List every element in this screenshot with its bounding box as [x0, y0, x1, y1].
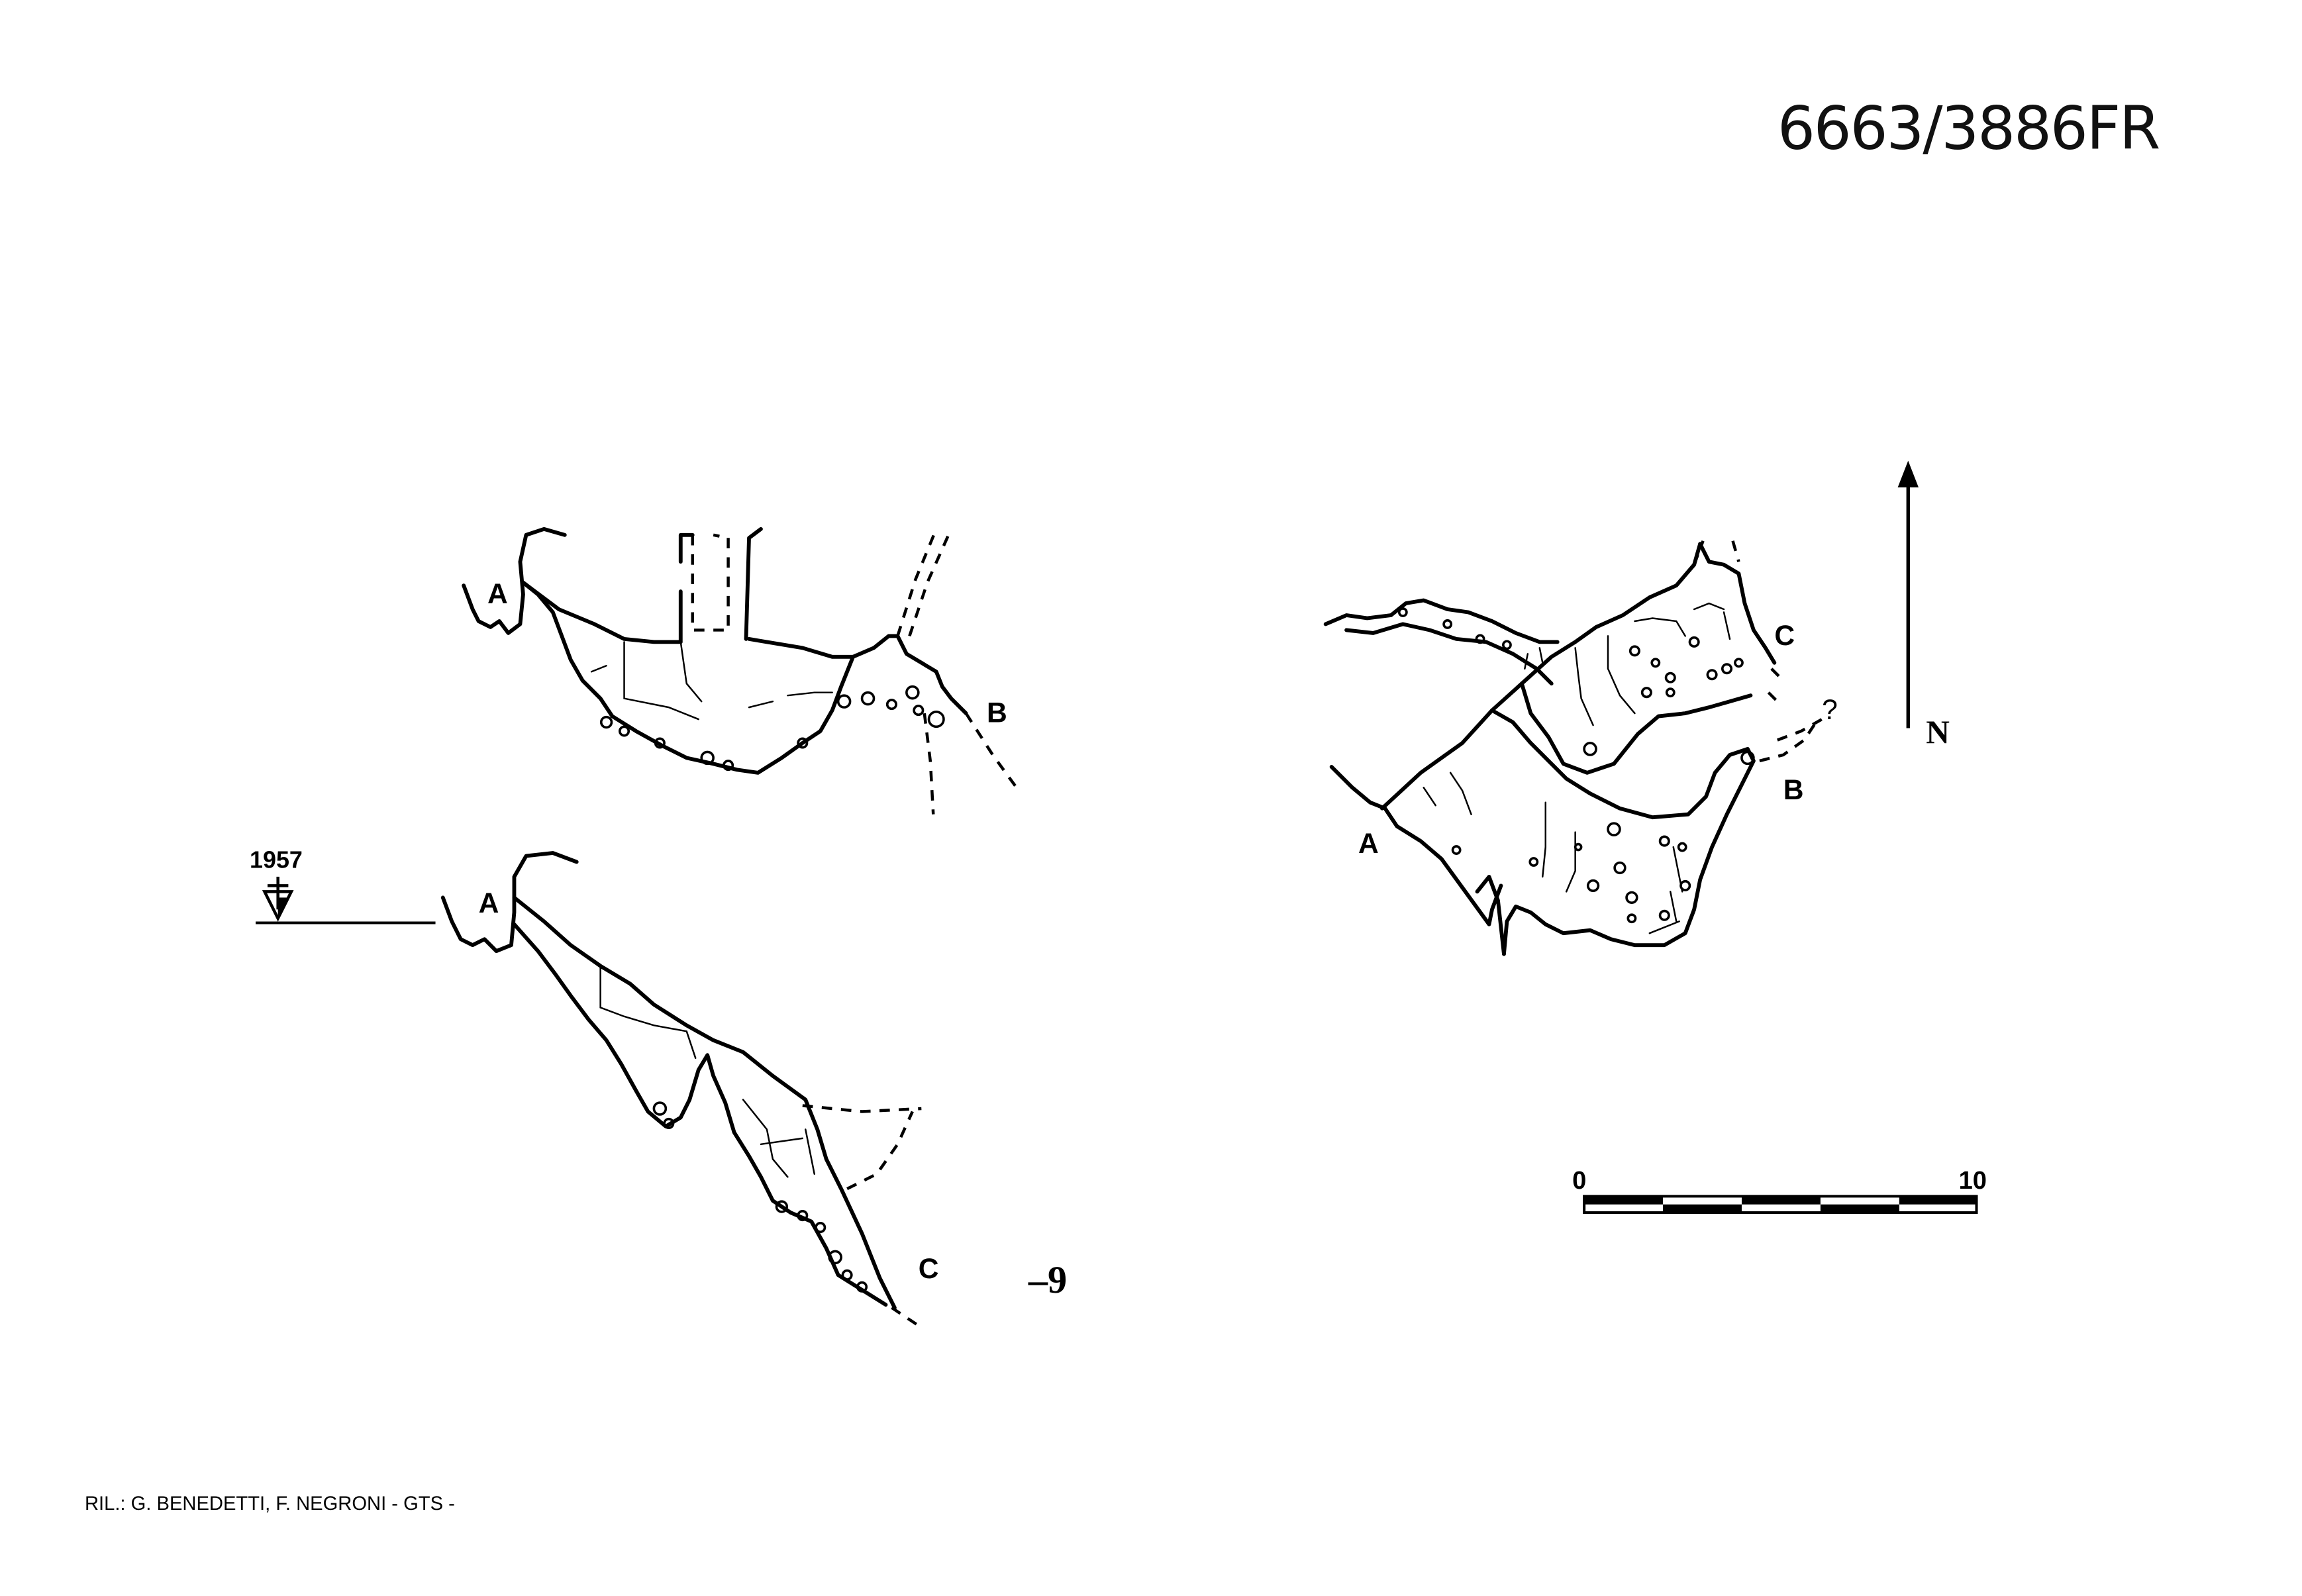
plan-drawing: A B C ? [1323, 540, 1838, 956]
label-a: A [487, 578, 508, 610]
boulders [599, 685, 945, 772]
label-c: C [919, 1253, 939, 1285]
cross-section-drawing: A B [462, 526, 1018, 815]
label-a: A [479, 887, 499, 919]
profile-drawing: 1957 A C –9 [250, 846, 1067, 1327]
depth-label: –9 [1028, 1258, 1067, 1301]
label-c: C [1774, 620, 1795, 652]
north-arrow-icon [1897, 460, 1919, 728]
north-label: N [1926, 714, 1950, 750]
label-b: B [1783, 774, 1804, 806]
water-level-icon [262, 876, 294, 922]
boulders [1397, 607, 1755, 924]
survey-credits: RIL.: G. BENEDETTI, F. NEGRONI - GTS - [85, 1493, 455, 1515]
scale-start: 0 [1572, 1166, 1586, 1195]
sheet-code: 6663/3886FR [1777, 94, 2159, 163]
label-b: B [987, 697, 1007, 729]
label-a: A [1358, 828, 1379, 860]
label-unknown: ? [1822, 694, 1838, 726]
scale-bar [1583, 1195, 1978, 1215]
boulders [652, 1101, 868, 1293]
year-label: 1957 [250, 846, 303, 873]
scale-end: 10 [1959, 1166, 1987, 1195]
